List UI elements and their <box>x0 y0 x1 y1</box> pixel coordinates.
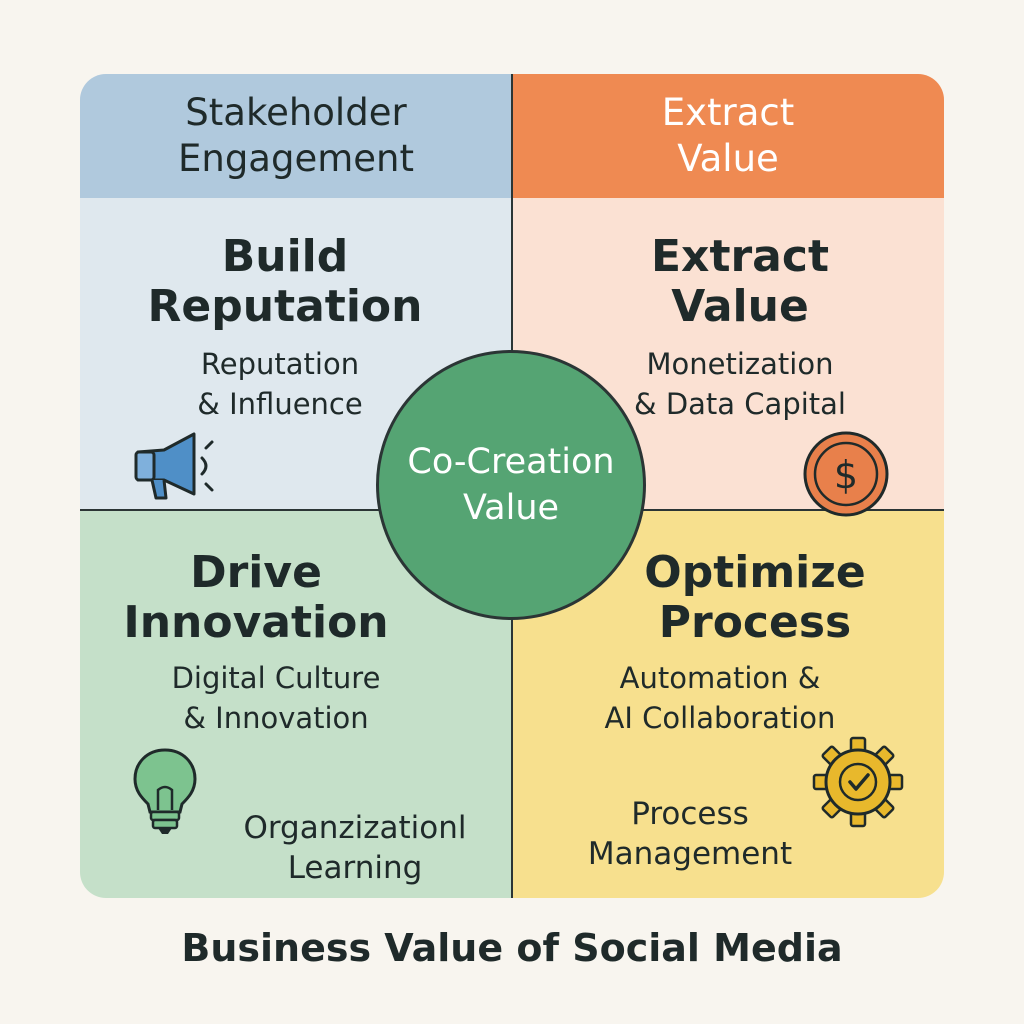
center-co-creation-value: Co-Creation Value <box>376 350 646 620</box>
megaphone-icon <box>130 428 220 508</box>
heading-extract-value: Extract Value <box>651 231 829 332</box>
gear-check-icon <box>812 736 904 832</box>
heading-optimize-process: Optimize Process <box>644 547 866 648</box>
sub-monetization-data-capital: Monetization & Data Capital <box>634 347 846 421</box>
lightbulb-icon <box>130 746 200 842</box>
diagram-title: Business Value of Social Media <box>181 926 843 970</box>
sub-digital-culture-innovation: Digital Culture & Innovation <box>171 661 381 735</box>
quadrant-diagram: Stakeholder Engagement Extract Value <box>80 74 944 898</box>
sub-reputation-influence: Reputation & Influence <box>197 347 363 421</box>
sub-automation-ai-collaboration: Automation & AI Collaboration <box>604 661 836 735</box>
header-right-label: Extract Value <box>661 91 795 180</box>
header-left-label: Stakeholder Engagement <box>177 91 414 180</box>
heading-build-reputation: Build Reputation <box>147 231 423 332</box>
svg-text:$: $ <box>834 453 858 497</box>
extra-organizational-learning: Organzizationl Learning <box>243 810 467 886</box>
heading-drive-innovation: Drive Innovation <box>123 547 389 648</box>
header-stakeholder-engagement: Stakeholder Engagement <box>80 74 512 198</box>
header-extract-value: Extract Value <box>512 74 944 198</box>
center-label: Co-Creation Value <box>407 442 615 528</box>
extra-process-management: Process Management <box>587 796 793 872</box>
dollar-coin-icon: $ <box>802 430 890 522</box>
